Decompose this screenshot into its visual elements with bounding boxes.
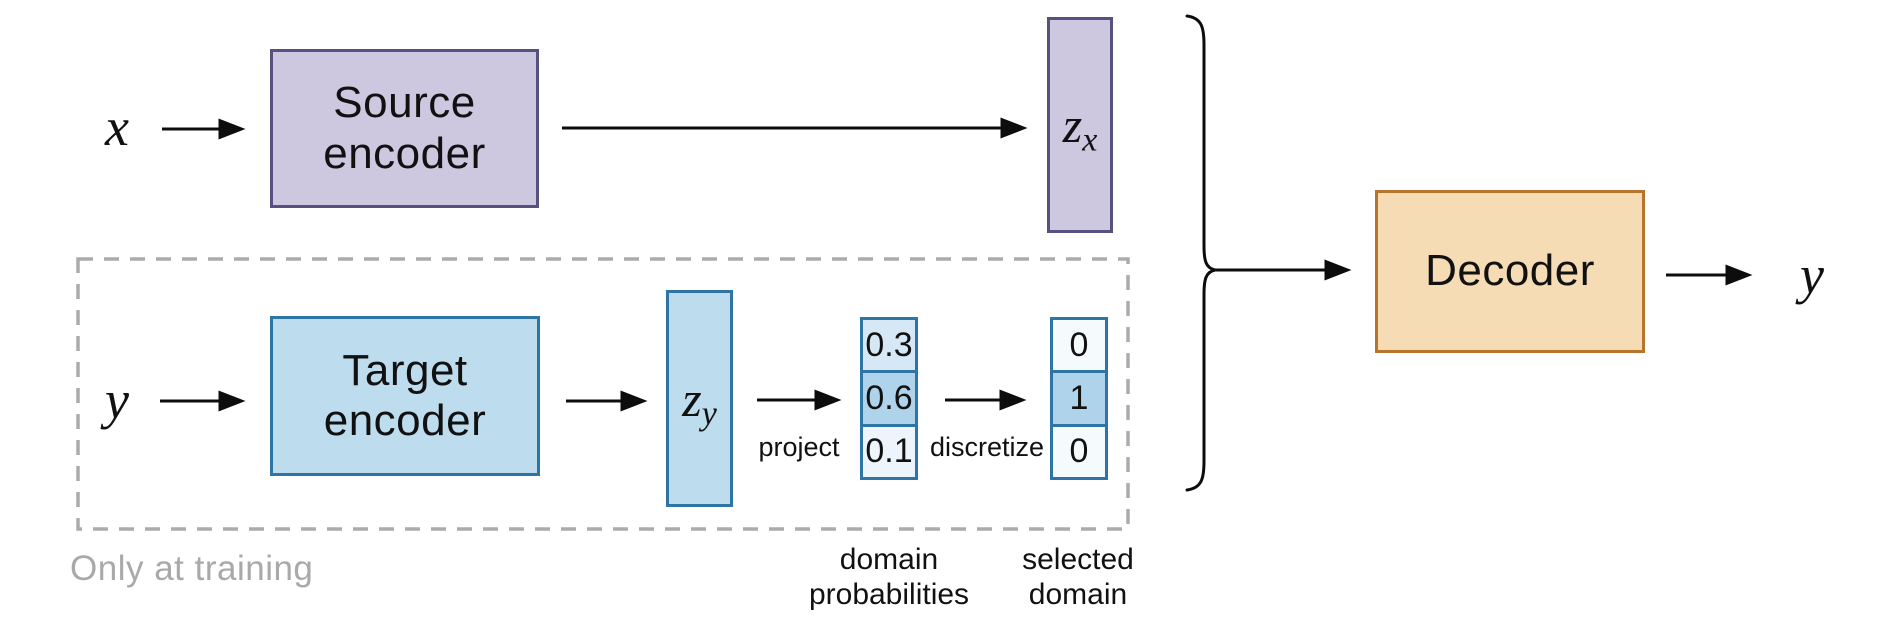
input-y-label: y [105, 370, 129, 430]
selected-domain-column: 0 1 0 [1050, 317, 1108, 480]
domain-probabilities-column: 0.3 0.6 0.1 [860, 317, 918, 480]
prob-cell-0: 0.3 [860, 317, 918, 374]
input-x-label: x [105, 97, 129, 157]
source-encoder-label: Source encoder [323, 78, 486, 178]
output-y-label: y [1800, 245, 1824, 305]
prob-cell-2: 0.1 [860, 426, 918, 480]
target-encoder-label: Target encoder [323, 345, 487, 445]
target-encoder-box: Target encoder [270, 316, 540, 476]
domain-probabilities-caption: domain probabilities [808, 543, 970, 611]
selected-cell-0: 0 [1050, 317, 1108, 374]
selected-domain-caption: selected domain [1022, 543, 1134, 611]
prob-cell-1: 0.6 [860, 373, 918, 427]
discretize-edge-label: discretize [929, 432, 1045, 462]
decoder-label: Decoder [1425, 246, 1595, 296]
latent-zy-box: zy [666, 290, 733, 507]
latent-zx-box: zx [1047, 17, 1113, 233]
latent-zy-label: zy [682, 370, 717, 432]
source-encoder-box: Source encoder [270, 49, 539, 208]
selected-cell-1: 1 [1050, 373, 1108, 427]
decoder-box: Decoder [1375, 190, 1645, 353]
curly-brace-icon [1185, 14, 1216, 492]
latent-zx-label: zx [1062, 97, 1098, 159]
only-at-training-note: Only at training [70, 549, 314, 588]
project-edge-label: project [758, 432, 840, 462]
selected-cell-2: 0 [1050, 426, 1108, 480]
training-only-dashed-frame [76, 257, 1130, 531]
